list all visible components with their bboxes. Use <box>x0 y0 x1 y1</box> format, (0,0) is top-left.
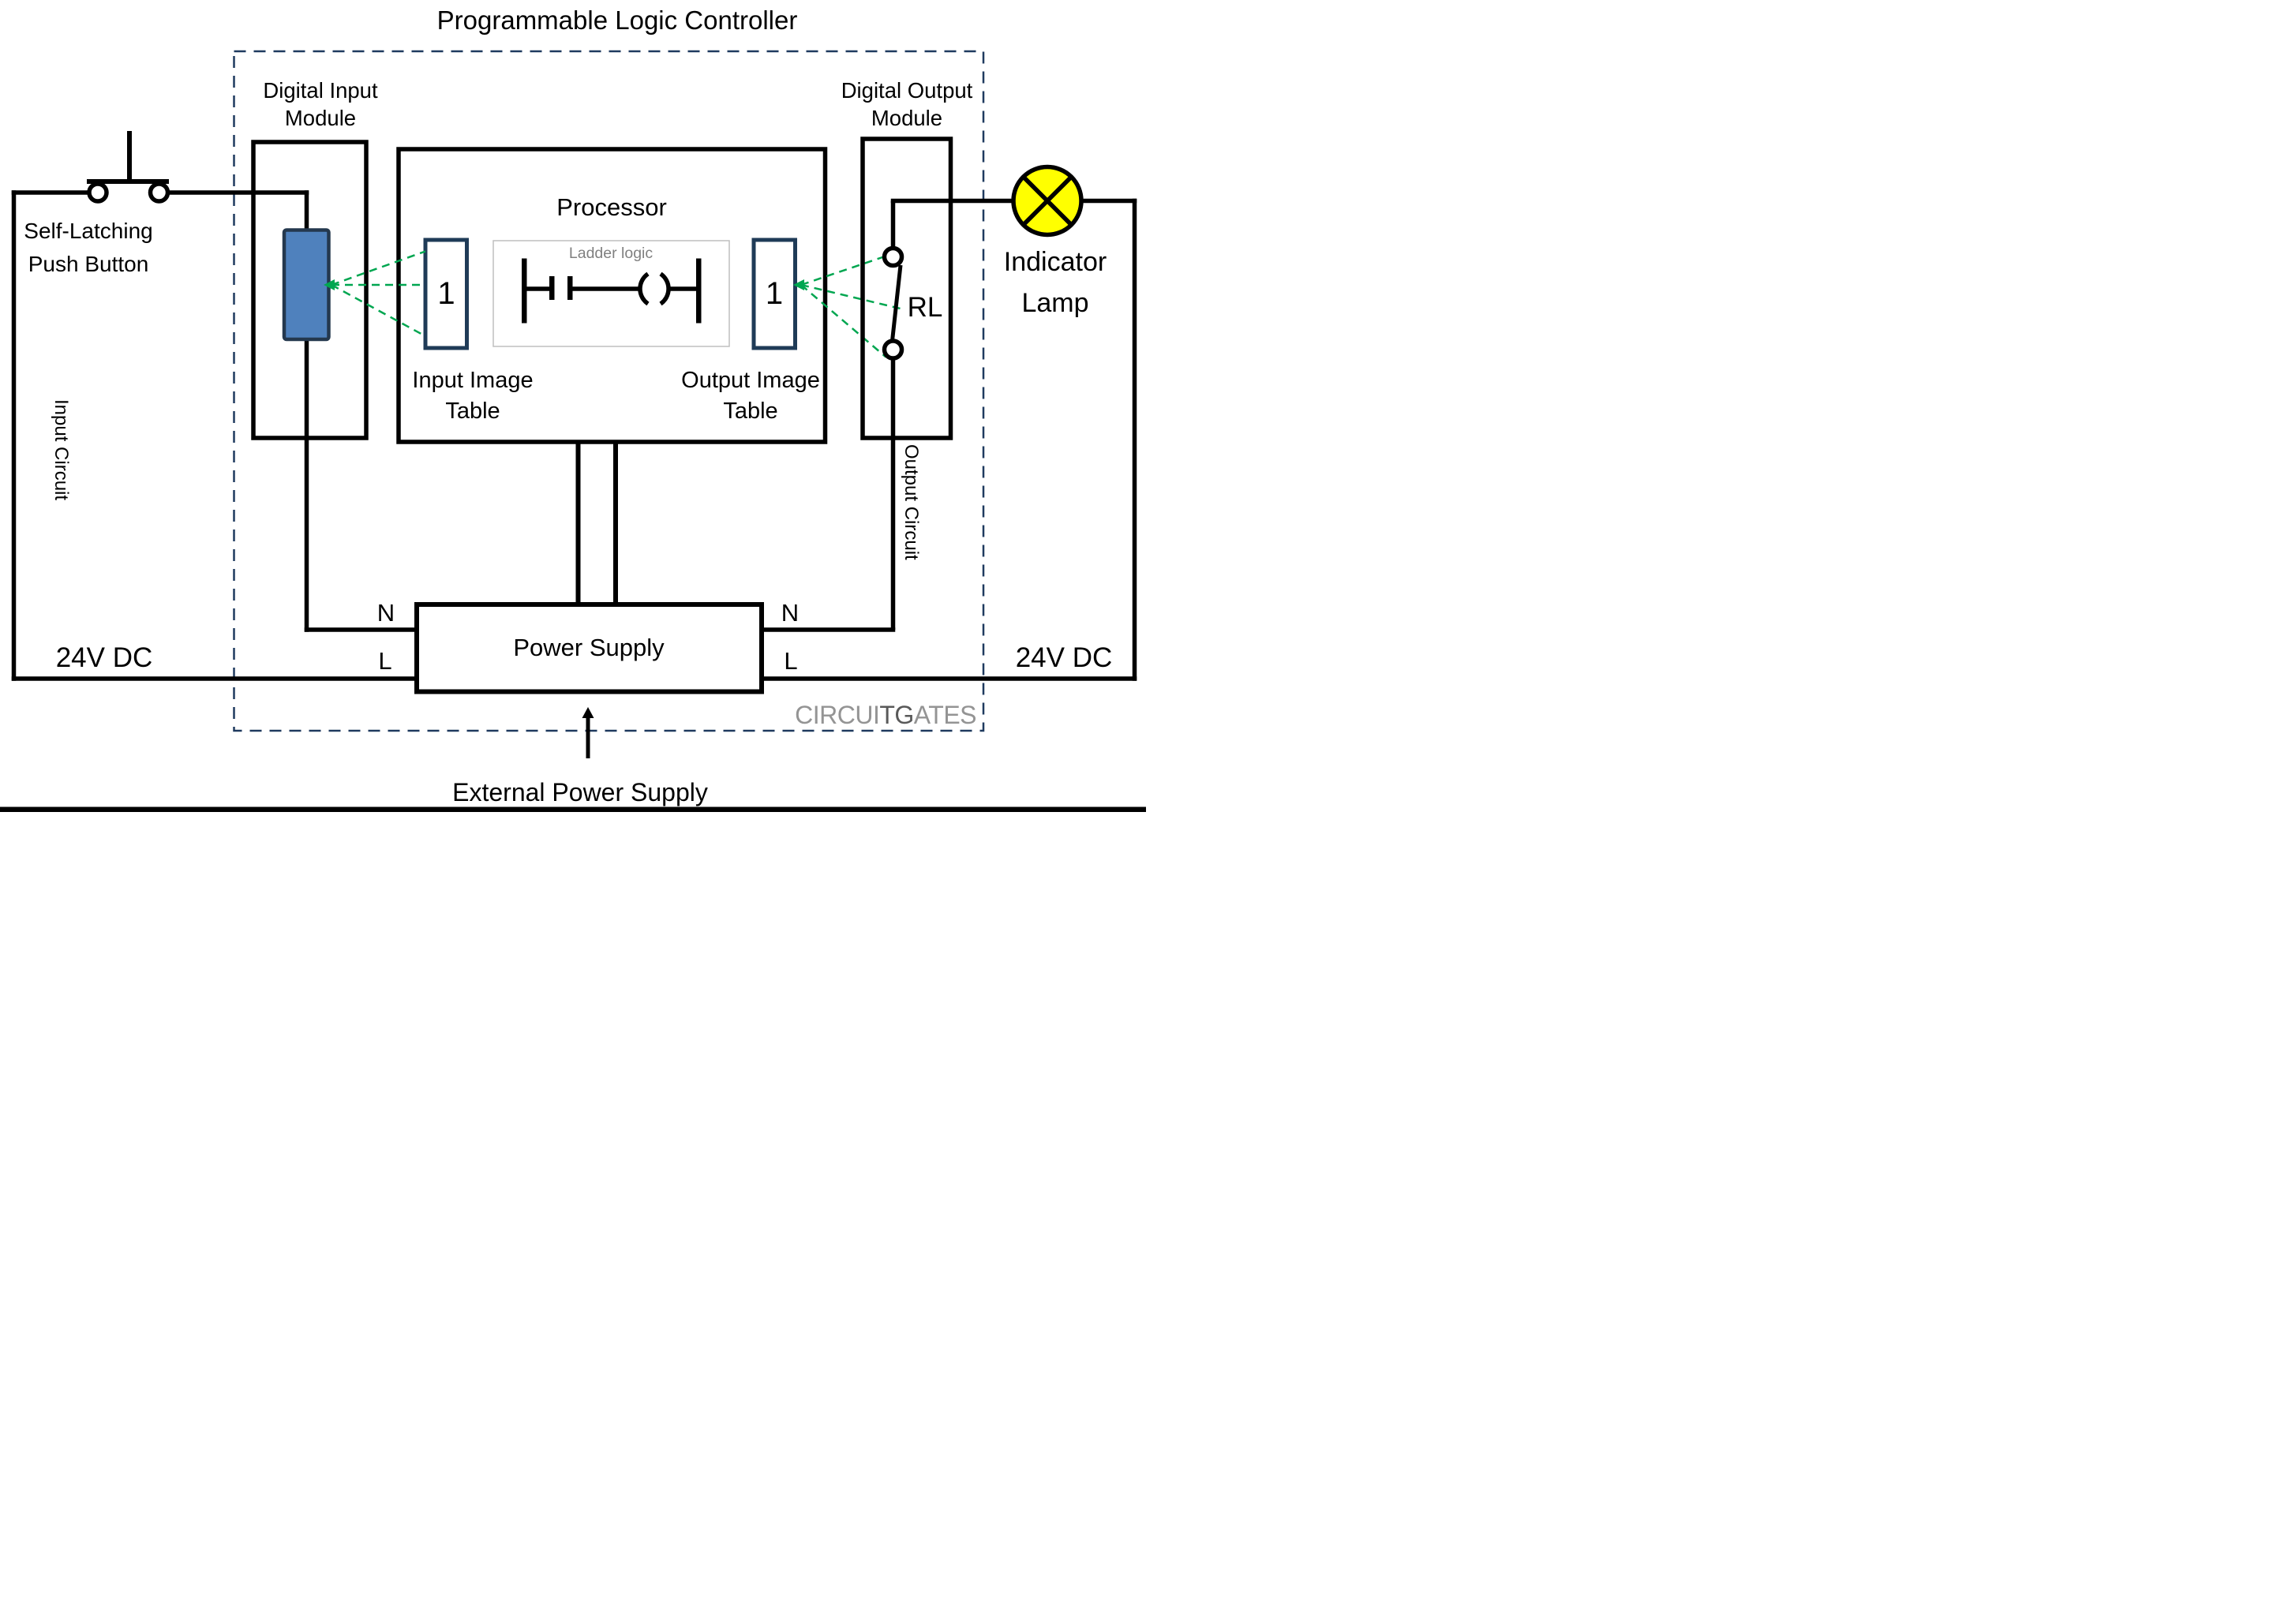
push-button-bridge <box>87 179 169 184</box>
digital-output-module-box <box>860 137 953 440</box>
push-button-contact-right <box>148 181 170 204</box>
relay-contact-top <box>882 245 904 268</box>
ladder-logic-panel <box>492 240 730 347</box>
processor-power-bus <box>575 442 618 604</box>
output-image-table-label: Output Image Table <box>681 368 820 424</box>
plc-boundary-dashed-box <box>233 50 985 732</box>
power-supply-box <box>414 602 764 694</box>
output-image-table-value: 1 <box>765 276 784 311</box>
power-supply-l-left: L <box>378 647 392 675</box>
push-button-icon <box>87 131 170 204</box>
relay-contact-icon <box>882 200 904 630</box>
external-power-arrow <box>582 707 594 758</box>
dc-supply-left-label: 24V DC <box>55 642 153 673</box>
indicator-lamp-icon <box>1011 164 1084 238</box>
input-isolator-block <box>282 228 331 342</box>
digital-input-module-box <box>251 140 369 440</box>
coil-icon <box>638 271 671 306</box>
output-circuit-label: Output Circuit <box>901 444 922 560</box>
input-image-table-label: Input Image Table <box>412 368 534 424</box>
processor-box <box>396 147 828 444</box>
output-image-table-box <box>751 238 797 350</box>
input-image-table-value: 1 <box>437 276 455 311</box>
input-image-table-box <box>423 238 469 350</box>
processor-label: Processor <box>556 193 667 221</box>
push-button-label: Self-Latching Push Button <box>24 219 153 276</box>
relay-contact-bottom <box>882 339 904 361</box>
ladder-logic-label: Ladder logic <box>568 245 654 262</box>
page-title: Programmable Logic Controller <box>436 6 798 35</box>
power-supply-label: Power Supply <box>513 634 665 661</box>
dc-supply-right-label: 24V DC <box>1015 642 1113 673</box>
bottom-edge-bar <box>0 806 1146 812</box>
push-button-plunger <box>127 131 132 179</box>
power-supply-n-right: N <box>781 599 800 627</box>
output-circuit-wires <box>758 198 1137 681</box>
plc-diagram: Programmable Logic Controller Digital In… <box>0 0 1146 812</box>
input-scan-dashed-arrows <box>331 250 426 338</box>
ladder-logic-border <box>492 240 730 347</box>
power-supply-l-right: L <box>784 647 798 675</box>
indicator-lamp-label: Indicator Lamp <box>1003 247 1107 318</box>
watermark-logo: CIRCUITGATES <box>795 701 976 729</box>
input-circuit-wires <box>11 190 419 681</box>
diagram-canvas <box>0 50 1146 812</box>
external-power-label: External Power Supply <box>452 778 708 806</box>
power-supply-n-left: N <box>376 599 395 627</box>
output-scan-arrowhead <box>793 279 804 290</box>
relay-blade <box>890 264 903 342</box>
digital-output-module-label: Digital Output Module <box>841 78 973 130</box>
relay-label: RL <box>907 292 943 323</box>
input-circuit-label: Input Circuit <box>51 399 72 501</box>
push-button-contact-left <box>87 181 109 204</box>
ladder-rung-icon <box>522 258 702 324</box>
input-scan-arrowhead <box>324 279 335 290</box>
output-scan-dashed-arrows <box>800 254 904 358</box>
digital-input-module-label: Digital Input Module <box>263 78 378 130</box>
